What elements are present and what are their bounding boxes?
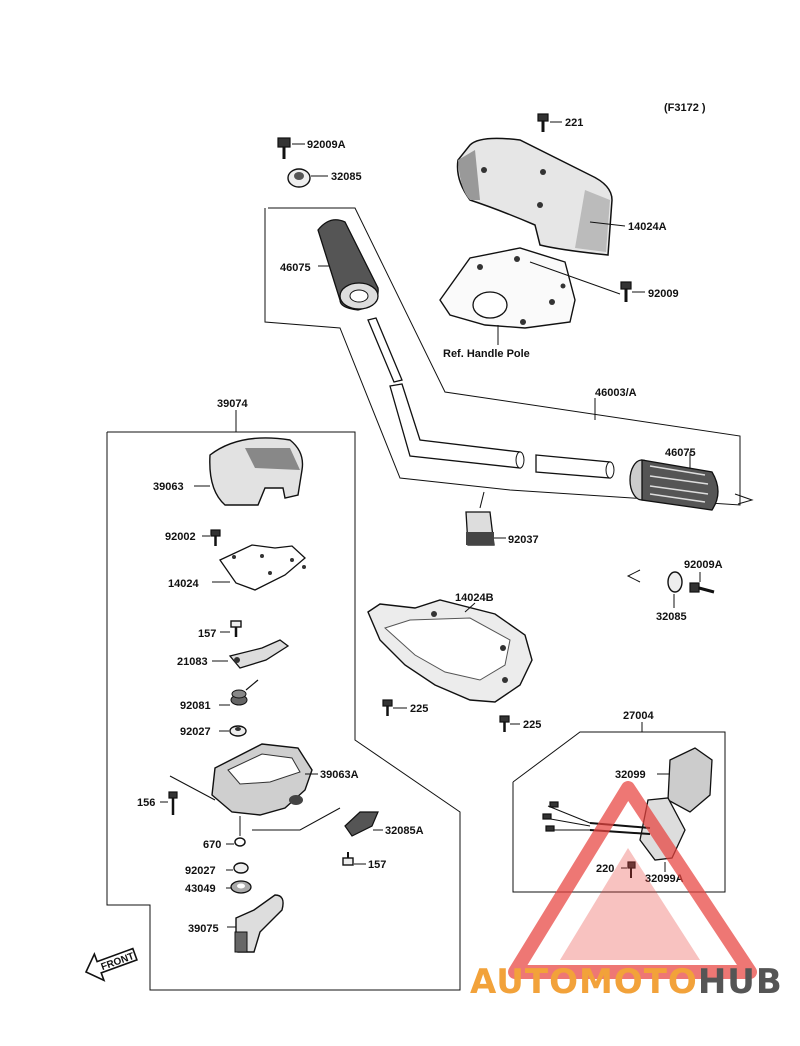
watermark-logo-icon xyxy=(508,781,757,979)
label-46003a: 46003/A xyxy=(595,387,637,399)
label-21083: 21083 xyxy=(177,656,208,668)
label-39063a: 39063A xyxy=(320,769,359,781)
handle-pole-plate xyxy=(439,247,621,345)
label-27004: 27004 xyxy=(623,710,654,722)
grip-46075-right xyxy=(629,452,754,511)
nut-92027-bottom xyxy=(226,862,249,874)
switch-cover-39063 xyxy=(194,437,304,506)
label-32099: 32099 xyxy=(615,769,646,781)
label-92009a-top: 92009A xyxy=(307,139,346,151)
lower-cover-14024b xyxy=(367,599,533,703)
end-weight-right xyxy=(626,569,715,608)
label-39074: 39074 xyxy=(217,398,248,410)
bolt-92009a xyxy=(277,137,305,159)
label-92009: 92009 xyxy=(648,288,679,300)
label-92037: 92037 xyxy=(508,534,539,546)
bolt-92009 xyxy=(620,281,645,302)
spring-92081 xyxy=(219,679,259,706)
ref-handle-pole: Ref. Handle Pole xyxy=(443,348,530,360)
label-39063: 39063 xyxy=(153,481,184,493)
screw-157-top xyxy=(220,620,242,637)
bolt-225-right xyxy=(499,715,520,732)
watermark-text: AUTOMOTOHUB xyxy=(470,962,783,1002)
watermark-part1: AUTOMOTO xyxy=(470,962,698,1002)
label-225-left: 225 xyxy=(410,703,428,715)
label-156: 156 xyxy=(137,797,155,809)
contact-21083 xyxy=(212,639,290,669)
label-225-right: 225 xyxy=(523,719,541,731)
label-14024a: 14024A xyxy=(628,221,667,233)
label-221: 221 xyxy=(565,117,583,129)
lever-39075 xyxy=(227,894,284,953)
label-220: 220 xyxy=(596,863,614,875)
o-ring-670 xyxy=(226,816,246,847)
handle-bar-tube xyxy=(367,317,615,479)
label-43049: 43049 xyxy=(185,883,216,895)
switch-27004-outline xyxy=(512,722,726,893)
grip-46075-left xyxy=(317,219,379,311)
label-92009a-right: 92009A xyxy=(684,559,723,571)
switch-housing-39063a xyxy=(169,743,318,816)
label-92081: 92081 xyxy=(180,700,211,712)
label-32085a: 32085A xyxy=(385,825,424,837)
seal-43049 xyxy=(226,880,252,894)
label-92027-top: 92027 xyxy=(180,726,211,738)
handle-pole-outline xyxy=(264,207,741,506)
bolt-221 xyxy=(537,113,562,132)
handle-cover-14024a xyxy=(456,137,626,256)
screw-156 xyxy=(160,791,178,815)
label-157-top: 157 xyxy=(198,628,216,640)
label-46075-right: 46075 xyxy=(665,447,696,459)
label-32099a: 32099A xyxy=(645,873,684,885)
label-670: 670 xyxy=(203,839,221,851)
label-32085-top: 32085 xyxy=(331,171,362,183)
weight-32085 xyxy=(287,168,328,188)
figure-code: (F3172 ) xyxy=(664,102,706,114)
nut-92027-top xyxy=(219,725,247,737)
label-92027-bottom: 92027 xyxy=(185,865,216,877)
label-14024b: 14024B xyxy=(455,592,494,604)
plate-14024 xyxy=(212,544,306,591)
bolt-225-left xyxy=(382,699,407,716)
label-39075: 39075 xyxy=(188,923,219,935)
bracket-32085a xyxy=(252,807,383,837)
label-157-bottom: 157 xyxy=(368,859,386,871)
front-arrow-icon: FRONT xyxy=(84,947,138,982)
switch-assembly-outline xyxy=(106,410,461,991)
label-32085-right: 32085 xyxy=(656,611,687,623)
label-46075-left: 46075 xyxy=(280,262,311,274)
label-92002: 92002 xyxy=(165,531,196,543)
label-14024: 14024 xyxy=(168,578,199,590)
screw-92002 xyxy=(202,529,221,546)
watermark-part2: HUB xyxy=(697,962,783,1002)
screw-157-bottom xyxy=(342,852,366,866)
clamp-92037 xyxy=(465,491,506,546)
